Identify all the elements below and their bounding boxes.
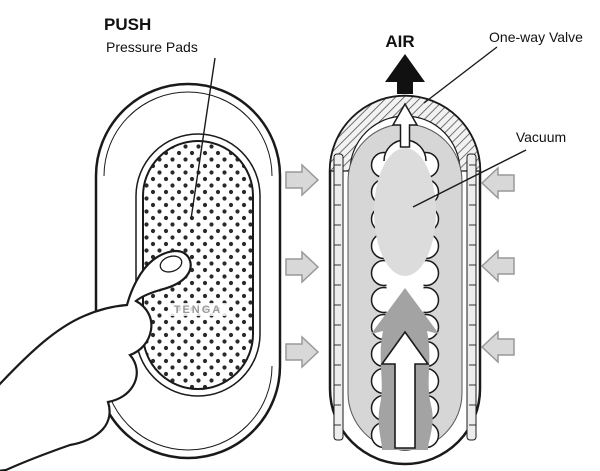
inward-arrow-right-1 [480,166,515,200]
inward-arrows-left [285,163,320,369]
flow-up-arrow [380,330,430,449]
left-device-inner-top-contour [103,91,273,177]
vacuum-leader-line [412,149,527,208]
vacuum-region [374,148,436,276]
one-way-valve-label: One-way Valve [489,29,583,45]
push-label: PUSH [104,15,151,34]
case-strip-right [466,153,477,441]
vacuum-label: Vacuum [516,129,566,145]
hatched-cap [329,95,481,172]
left-device-inner-bottom-contour [103,365,273,451]
air-up-arrow-icon [385,54,425,94]
logo-backdrop [169,303,227,316]
inward-arrow-right-2 [480,249,515,283]
hand-pressing [0,249,192,471]
air-label: AIR [385,32,414,51]
case-strip-left [333,153,344,441]
pressure-pads-label: Pressure Pads [106,39,198,55]
left-device: TENGA [94,82,282,460]
inward-arrow-right-3 [480,330,515,364]
inward-arrow-left-1 [285,163,320,197]
inward-arrow-left-3 [285,335,320,369]
fingernail [159,255,183,273]
pressure-pads-leader-line [190,57,216,220]
one-way-valve-arrow-icon [391,102,419,148]
inward-arrow-left-2 [285,250,320,284]
one-way-valve-leader-line [423,46,498,104]
right-device-cross-section [328,94,482,466]
brand-logo: TENGA [174,304,223,316]
hand-outline [0,249,192,471]
pressure-pad-dot-grid [142,140,254,390]
inward-arrows-right [480,166,515,364]
